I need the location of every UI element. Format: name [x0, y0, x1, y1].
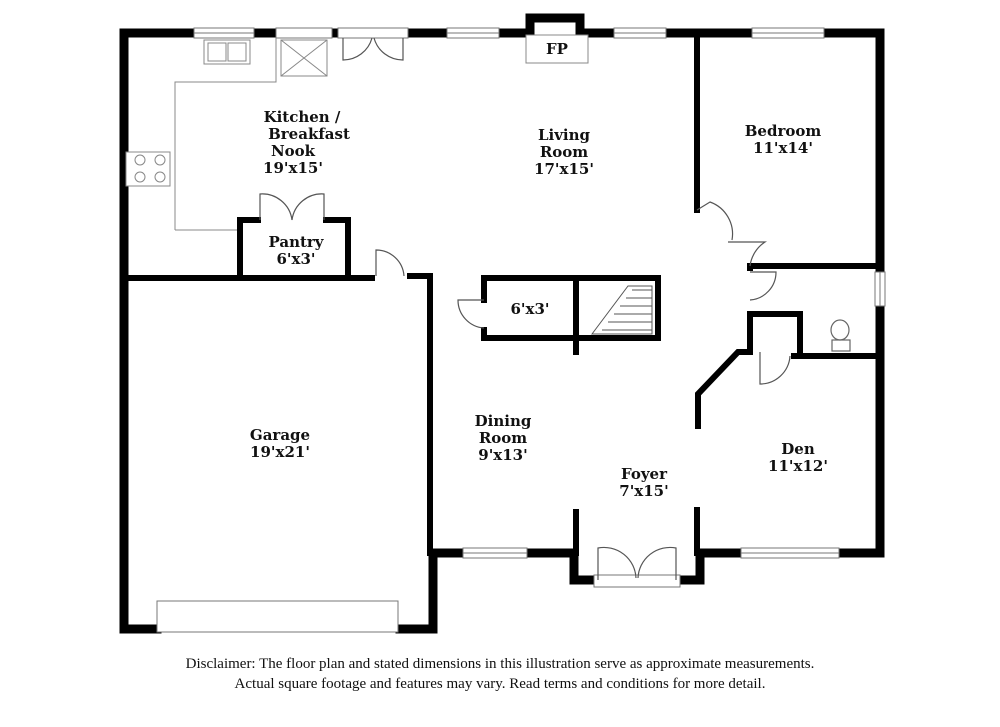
- window-details: [194, 32, 881, 554]
- pantry-dims: 6'x3': [276, 250, 315, 268]
- toilet: [830, 319, 851, 352]
- stairs: [591, 285, 653, 335]
- dining-name-line2: Room: [479, 429, 527, 447]
- kitchen-name-line3: Nook: [271, 142, 316, 160]
- fireplace-label: FP: [546, 40, 568, 58]
- kitchen-fixtures: [134, 38, 328, 231]
- foyer-dims: 7'x15': [619, 482, 668, 500]
- bedroom-dims: 11'x14': [753, 139, 813, 157]
- closet-dims: 6'x3': [510, 300, 549, 318]
- kitchen-name-line1: Kitchen /: [264, 108, 341, 126]
- den-dims: 11'x12': [768, 457, 828, 475]
- pantry-name: Pantry: [268, 233, 324, 251]
- interior-walls: [125, 34, 879, 556]
- fireplace: FP: [525, 34, 589, 64]
- dining-name-line1: Dining: [475, 412, 532, 430]
- door-swings: [259, 37, 791, 580]
- kitchen-door-opening: [275, 27, 333, 39]
- kitchen-dims: 19'x15': [263, 159, 323, 177]
- garage-door: [156, 600, 399, 633]
- disclaimer-line-2: Actual square footage and features may v…: [234, 676, 766, 692]
- kitchen-name-line2: Breakfast: [268, 125, 350, 143]
- patio-door-opening: [337, 27, 409, 39]
- room-labels: Kitchen / Breakfast Nook 19'x15' Living …: [250, 108, 828, 500]
- living-name-line2: Room: [540, 143, 588, 161]
- front-door-sill: [593, 574, 681, 588]
- disclaimer-line-1: Disclaimer: The floor plan and stated di…: [185, 656, 815, 672]
- garage-dims: 19'x21': [250, 443, 310, 461]
- stove: [125, 151, 171, 187]
- foyer-name: Foyer: [621, 465, 668, 483]
- sink: [203, 39, 251, 65]
- den-name: Den: [781, 440, 815, 458]
- dining-dims: 9'x13': [478, 446, 527, 464]
- garage-name: Garage: [250, 426, 310, 444]
- exterior-walls: [119, 13, 885, 634]
- refrigerator: [280, 39, 328, 77]
- living-dims: 17'x15': [534, 160, 594, 178]
- burner: [134, 154, 146, 166]
- living-name-line1: Living: [538, 126, 591, 144]
- bedroom-name: Bedroom: [745, 122, 822, 140]
- exterior-openings: [125, 27, 886, 633]
